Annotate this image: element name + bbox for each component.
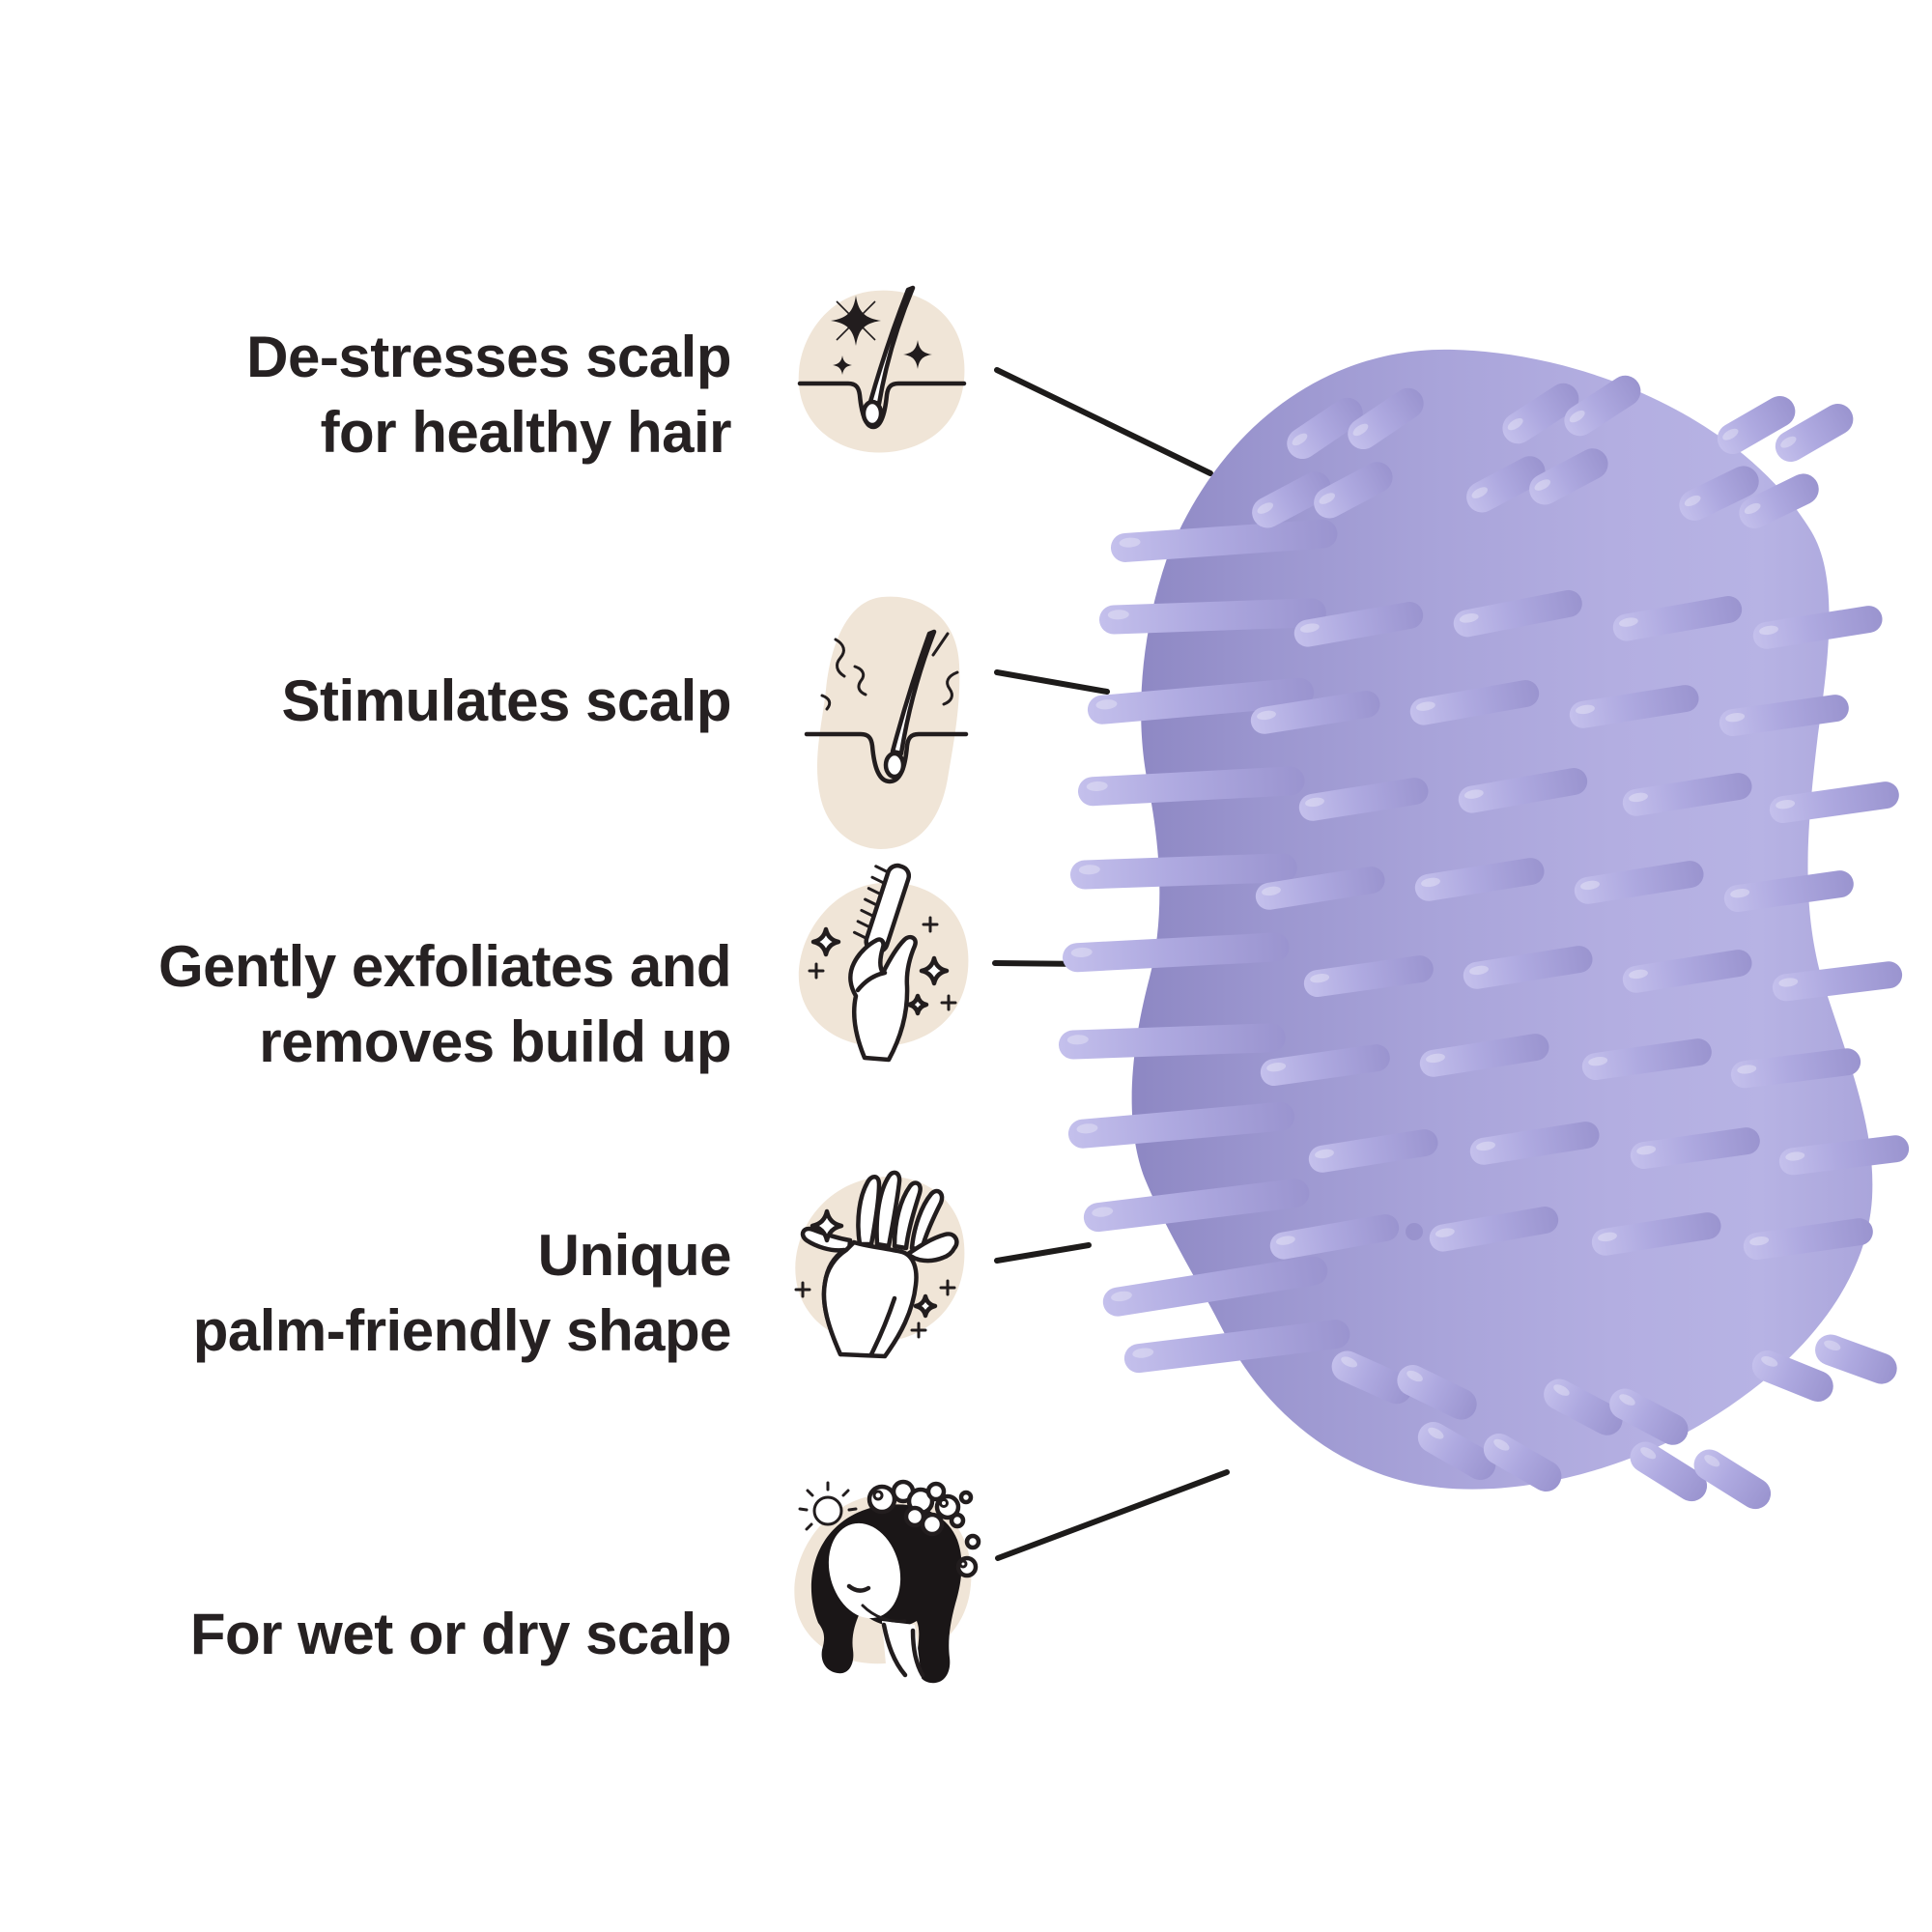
hand-holding-comb-icon xyxy=(798,863,969,1063)
feature-4-line-2: palm-friendly shape xyxy=(192,1298,732,1363)
feature-label-1: De-stresses scalp for healthy hair xyxy=(113,320,731,470)
feature-label-5: For wet or dry scalp xyxy=(113,1597,732,1672)
feature-4-line-1: Unique xyxy=(537,1223,732,1288)
hair-follicle-sparkles-icon xyxy=(797,285,967,453)
brush-center-dimple xyxy=(1406,1223,1423,1240)
feature-3-line-1: Gently exfoliates and xyxy=(157,934,732,999)
feature-3-line-2: removes build up xyxy=(259,1009,731,1074)
feature-1-line-2: for healthy hair xyxy=(320,400,732,465)
scalp-brush-product-image xyxy=(1058,349,1911,1516)
feature-label-2: Stimulates scalp xyxy=(113,664,731,739)
palm-hands-icon xyxy=(794,1170,965,1359)
feature-2-line-1: Stimulates scalp xyxy=(281,668,731,733)
head-with-bubbles-icon xyxy=(794,1479,981,1686)
feature-label-3: Gently exfoliates and removes build up xyxy=(113,929,732,1080)
feature-1-line-1: De-stresses scalp xyxy=(246,325,731,389)
feature-5-line-1: For wet or dry scalp xyxy=(189,1602,732,1666)
bubbles xyxy=(867,1479,981,1578)
hair-follicle-stimulation-icon xyxy=(804,596,969,849)
feature-label-4: Unique palm-friendly shape xyxy=(113,1218,732,1369)
